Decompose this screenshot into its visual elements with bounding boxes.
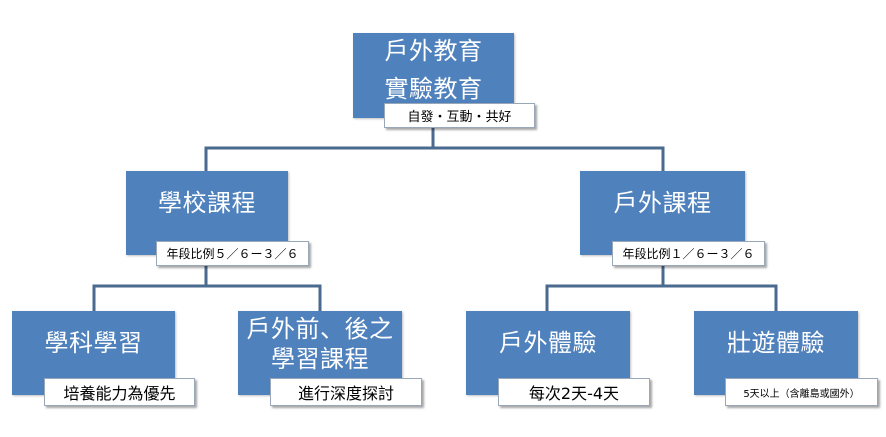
root-title-line1: 戶外教育 [384, 37, 483, 65]
node-outdoor-curriculum-title: 戶外課程 [613, 189, 712, 217]
node-school-curriculum-tag: 年段比例５／６ー３／６ [156, 241, 309, 266]
node-pre-post-outdoor-tag: 進行深度探討 [270, 378, 422, 406]
node-grand-tour-title: 壯遊體驗 [727, 329, 825, 357]
node-pre-post-outdoor-title-line2: 學習課程 [271, 345, 369, 373]
node-pre-post-outdoor-title-line1: 戶外前、後之 [246, 315, 394, 343]
node-outdoor-curriculum-tag: 年段比例１／６ー３／６ [612, 241, 765, 266]
node-grand-tour-tag: 5天以上（含離島或國外） [725, 378, 878, 406]
node-outdoor-experience-tag: 每次2天-4天 [498, 378, 650, 406]
node-outdoor-experience-title: 戶外體驗 [499, 329, 597, 357]
node-subject-learning-tag: 培養能力為優先 [44, 378, 195, 406]
root-title-line2: 實驗教育 [384, 75, 483, 103]
root-tag: 自發・互動・共好 [384, 103, 535, 128]
node-subject-learning-title: 學科學習 [44, 329, 143, 357]
node-school-curriculum-title: 學校課程 [158, 189, 256, 217]
